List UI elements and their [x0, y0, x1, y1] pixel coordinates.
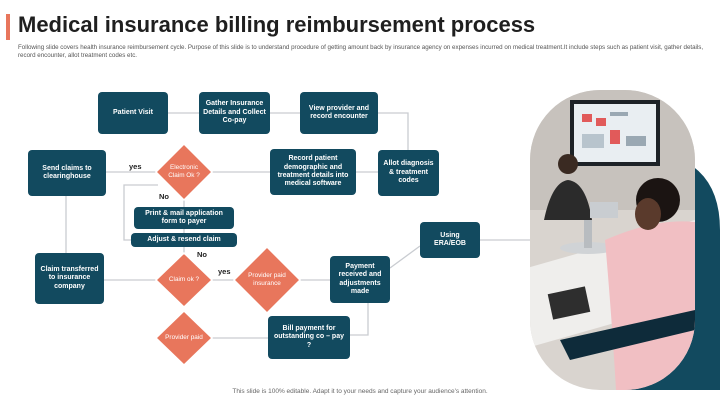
page-subtitle: Following slide covers health insurance … [18, 44, 704, 59]
node-using-era: Using ERA/EOB [420, 222, 480, 258]
connector-view-allot [378, 112, 409, 150]
node-gather-insurance: Gather Insurance Details and Collect Co-… [199, 92, 270, 134]
decision-provider-paid-insurance [232, 245, 302, 315]
decision-electronic-claim-label: Electronic Claim Ok ? [168, 164, 200, 179]
node-adjust-resend: Adjust & resend claim [131, 233, 237, 247]
meeting-photo [530, 90, 720, 390]
connector-payment-era [389, 245, 421, 269]
title-accent-bar [6, 14, 10, 40]
decision-electronic-claim-ok [154, 142, 214, 202]
page-title: Medical insurance billing reimbursement … [18, 12, 536, 37]
decision-provider-paid-label: Provider paid [165, 334, 203, 342]
connector-payment-bill [350, 303, 369, 336]
edge-label-no-electronic: No [159, 192, 169, 201]
node-payment-received: Payment received and adjustments made [330, 256, 390, 303]
node-print-mail: Print & mail application form to payer [134, 207, 234, 229]
edge-label-yes-claim: yes [218, 267, 231, 276]
decision-provider-paid-insurance-label: Provider paid insurance [248, 272, 286, 287]
edge-label-yes-electronic: yes [129, 162, 142, 171]
node-claim-transferred: Claim transferred to insurance company [35, 253, 104, 304]
decision-claim-ok [154, 251, 214, 309]
decision-claim-ok-label: Claim ok ? [168, 276, 200, 284]
node-patient-visit: Patient Visit [98, 92, 168, 134]
page-footer: This slide is 100% editable. Adapt it to… [232, 388, 488, 395]
node-bill-payment: Bill payment for outstanding co – pay ? [268, 316, 350, 359]
node-record-patient: Record patient demographic and treatment… [270, 149, 356, 195]
node-view-provider: View provider and record encounter [300, 92, 378, 134]
decision-provider-paid [154, 309, 214, 367]
node-allot-diagnosis: Allot diagnosis & treatment codes [378, 150, 439, 196]
node-send-claims: Send claims to clearinghouse [28, 150, 106, 196]
edge-label-no-claim: No [197, 250, 207, 259]
connector-adjust-electronic [123, 184, 158, 241]
